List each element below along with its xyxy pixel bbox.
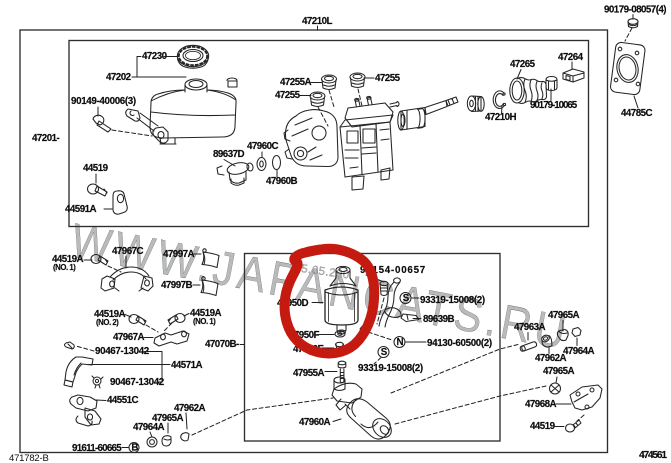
svg-text:47964A: 47964A [563, 346, 594, 357]
svg-text:47264: 47264 [558, 52, 584, 63]
svg-text:(NO. 2): (NO. 2) [96, 318, 119, 327]
svg-text:N: N [397, 337, 404, 348]
svg-text:44519A: 44519A [52, 254, 83, 265]
svg-text:47960C: 47960C [247, 141, 278, 152]
svg-text:47255: 47255 [375, 73, 401, 84]
svg-text:47070B-: 47070B- [205, 339, 239, 350]
svg-text:44551C: 44551C [107, 395, 138, 406]
svg-text:47960A: 47960A [299, 417, 330, 428]
svg-text:47210L: 47210L [302, 16, 332, 27]
svg-text:44519A: 44519A [94, 309, 125, 320]
svg-text:47201-: 47201- [32, 133, 59, 144]
svg-text:S: S [403, 293, 410, 304]
svg-text:44571A: 44571A [171, 360, 202, 371]
svg-text:47230: 47230 [142, 51, 168, 62]
svg-text:44519: 44519 [83, 163, 109, 174]
svg-text:47960B: 47960B [266, 176, 297, 187]
svg-text:90179-10065: 90179-10065 [530, 100, 578, 111]
svg-text:47965A: 47965A [543, 366, 574, 377]
svg-text:44591A: 44591A [65, 204, 96, 215]
svg-text:474561: 474561 [639, 450, 667, 461]
svg-text:90149-40006(3): 90149-40006(3) [71, 96, 136, 107]
svg-text:47950D: 47950D [277, 298, 308, 309]
svg-text:91611-60665: 91611-60665 [72, 443, 122, 454]
svg-text:S: S [381, 347, 388, 358]
svg-text:93319-15008(2): 93319-15008(2) [420, 295, 485, 306]
svg-text:47968A: 47968A [525, 399, 556, 410]
svg-text:47210H: 47210H [485, 112, 516, 123]
svg-text:93319-15008(2): 93319-15008(2) [358, 363, 423, 374]
svg-text:90154-00657: 90154-00657 [360, 265, 426, 276]
svg-text:B: B [131, 443, 138, 454]
svg-text:47950F: 47950F [289, 330, 319, 341]
svg-text:89637D: 89637D [213, 149, 244, 160]
svg-text:47967A: 47967A [113, 332, 144, 343]
svg-text:471782-B: 471782-B [9, 453, 49, 463]
svg-text:47997B: 47997B [161, 280, 192, 291]
svg-text:47964A: 47964A [133, 422, 164, 433]
svg-text:47963A: 47963A [514, 322, 545, 333]
svg-text:44785C: 44785C [621, 108, 652, 119]
svg-text:47965A: 47965A [548, 310, 579, 321]
svg-text:47955A: 47955A [293, 368, 324, 379]
svg-text:90467-13042: 90467-13042 [110, 377, 165, 388]
svg-text:90179-08057(4): 90179-08057(4) [604, 5, 666, 16]
svg-text:44519A: 44519A [190, 308, 221, 319]
svg-text:47255A: 47255A [280, 77, 311, 88]
svg-text:47202: 47202 [106, 72, 132, 83]
svg-text:47265: 47265 [510, 59, 536, 70]
svg-text:90467-13042: 90467-13042 [95, 346, 150, 357]
svg-text:47997A: 47997A [163, 249, 194, 260]
svg-text:44519: 44519 [530, 421, 556, 432]
svg-text:47965A: 47965A [152, 413, 183, 424]
svg-text:(NO. 1): (NO. 1) [193, 317, 216, 326]
svg-text:47962A: 47962A [174, 403, 205, 414]
svg-text:89639B: 89639B [423, 314, 454, 325]
svg-text:94130-60500(2): 94130-60500(2) [427, 338, 492, 349]
svg-text:47967C: 47967C [112, 246, 143, 257]
svg-text:47255: 47255 [275, 90, 301, 101]
svg-text:(NO. 1): (NO. 1) [53, 263, 76, 272]
svg-text:47962A: 47962A [535, 353, 566, 364]
